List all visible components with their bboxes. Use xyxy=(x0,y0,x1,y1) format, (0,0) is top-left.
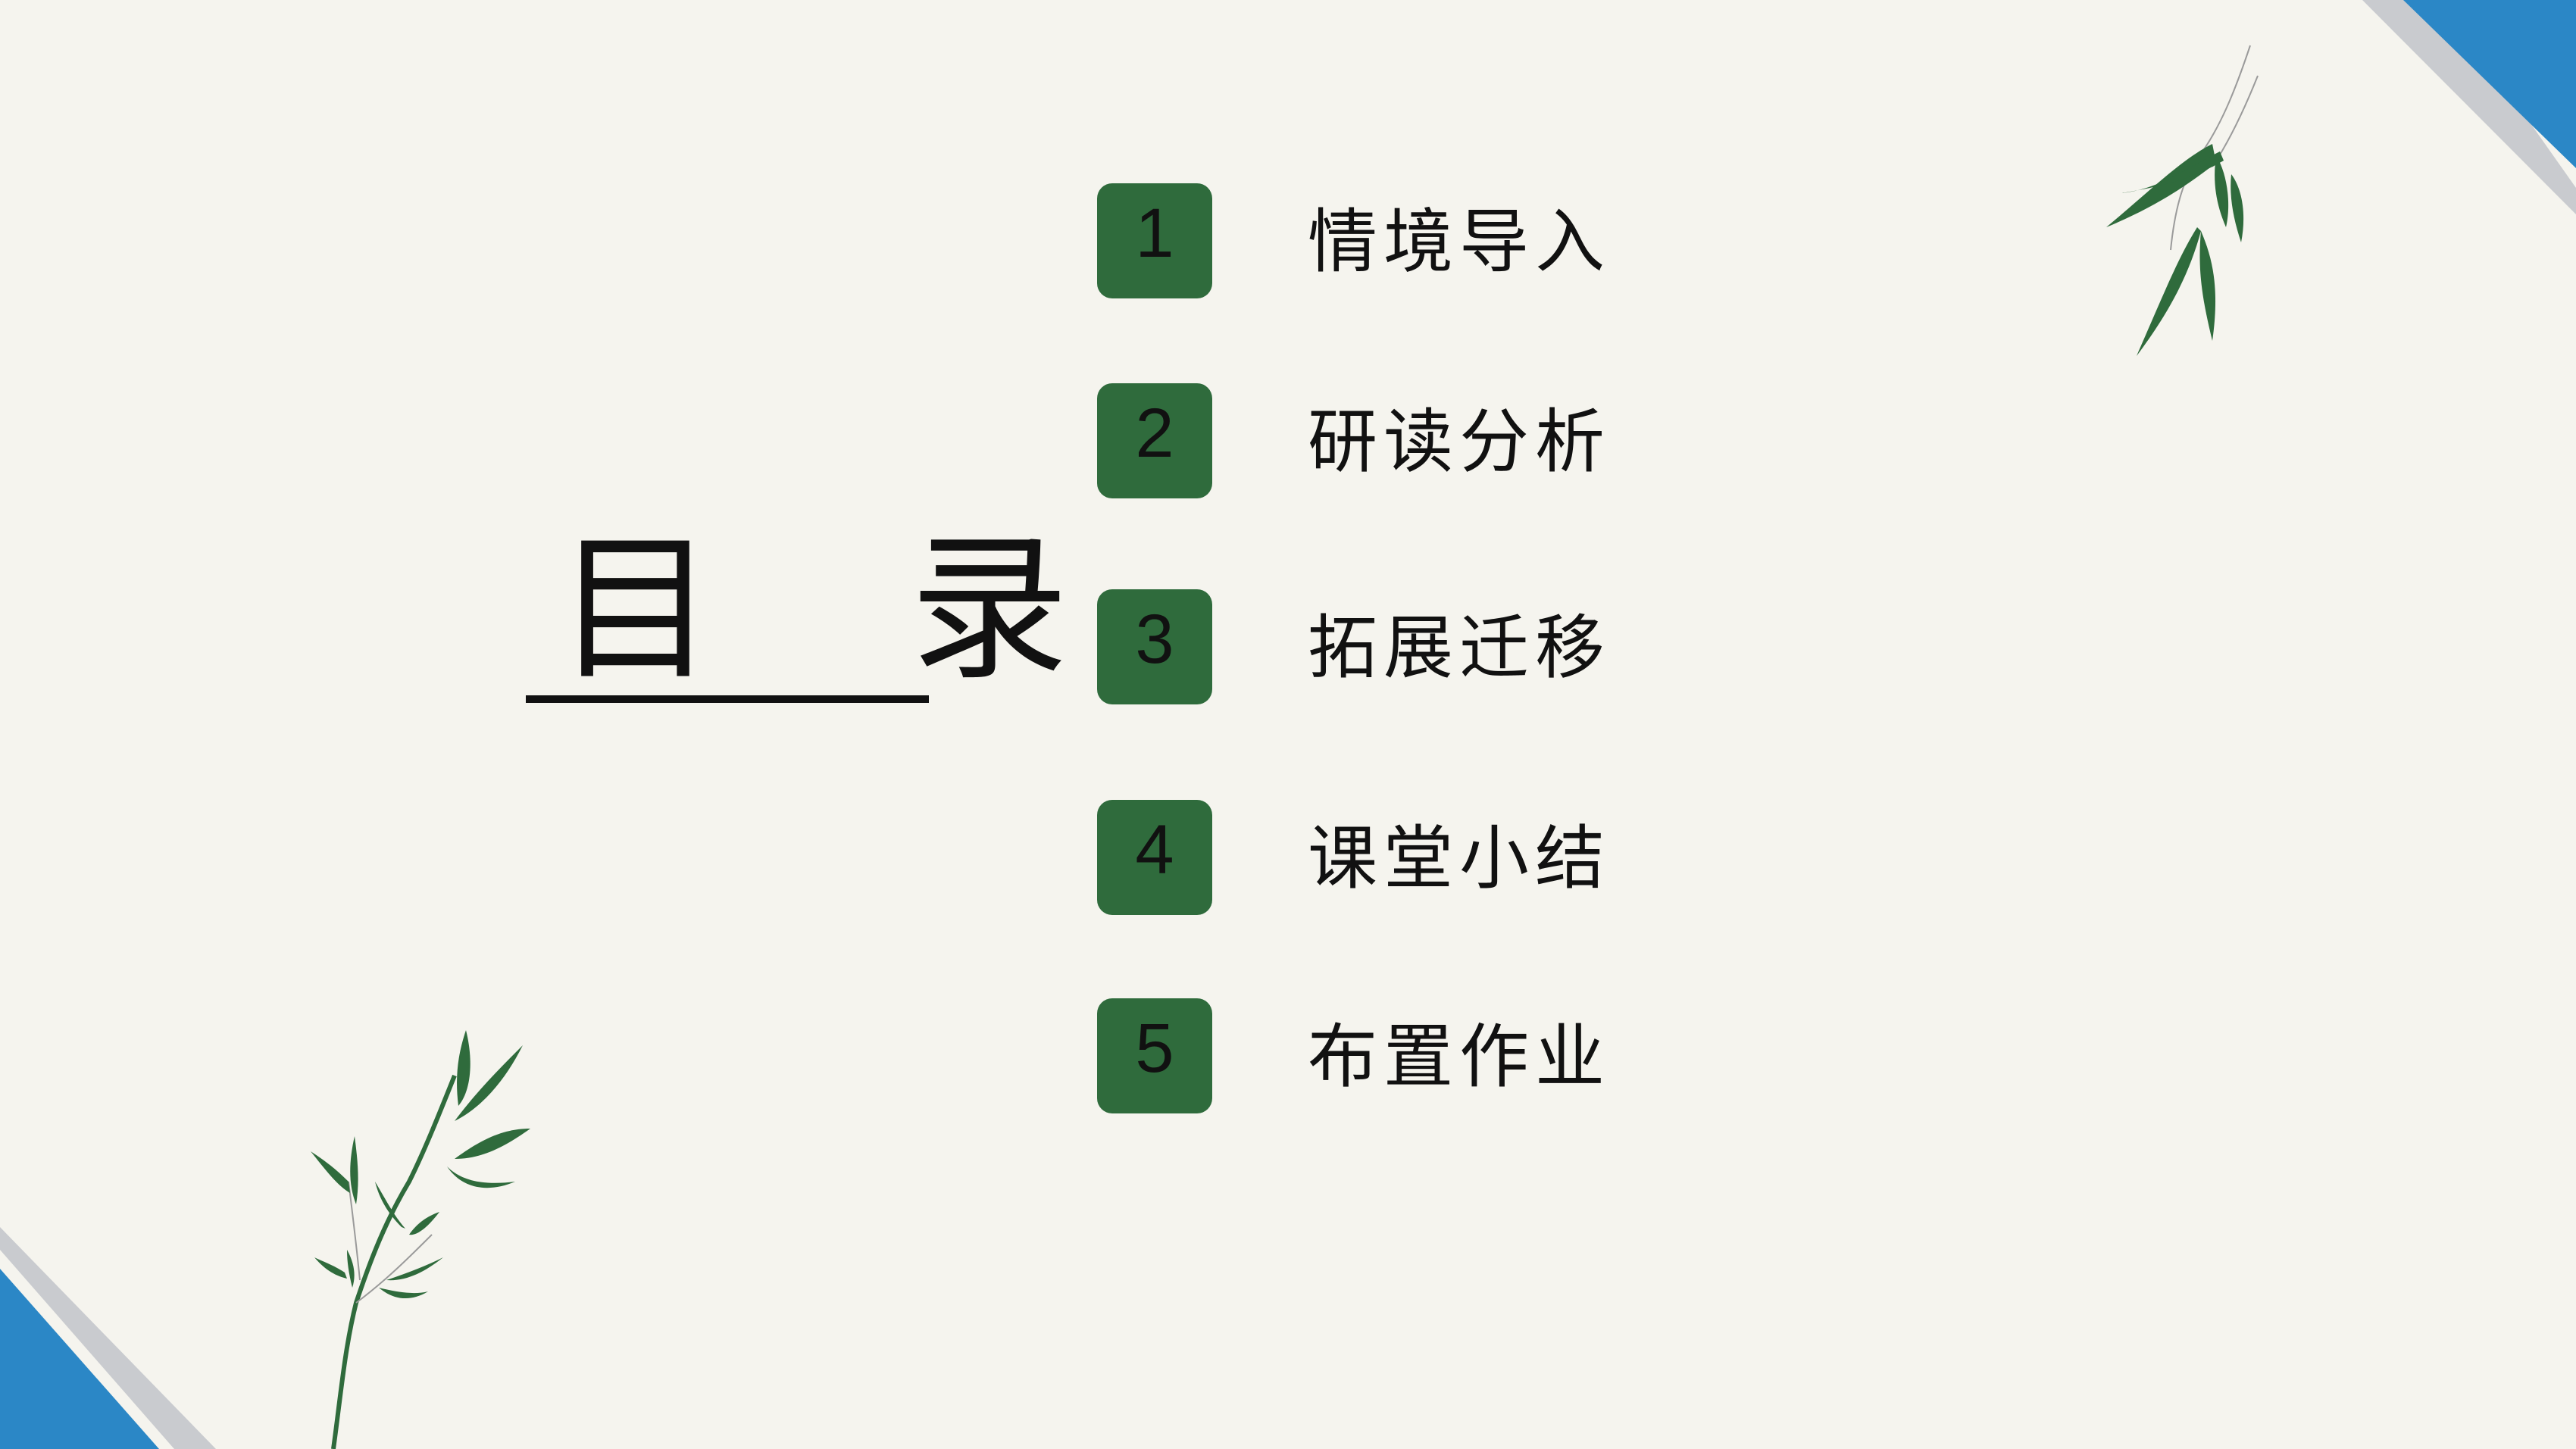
toc-item-4-badge: 4 xyxy=(1097,800,1212,915)
toc-item-5-label: 布置作业 xyxy=(1308,1016,1612,1098)
toc-item-2-label: 研读分析 xyxy=(1308,401,1612,482)
toc-item-4[interactable]: 4 课堂小结 xyxy=(1097,800,1643,915)
bamboo-leaf-icon xyxy=(2106,45,2259,356)
toc-title-text: 目 录 xyxy=(556,517,1141,702)
toc-item-2[interactable]: 2 研读分析 xyxy=(1097,383,1643,498)
toc-title-underline xyxy=(526,695,929,703)
toc-item-1-label: 情境导入 xyxy=(1308,201,1612,283)
bamboo-branch-icon xyxy=(311,1030,530,1449)
toc-item-3-badge: 3 xyxy=(1097,589,1212,704)
toc-item-1[interactable]: 1 情境导入 xyxy=(1097,183,1643,298)
toc-item-3[interactable]: 3 拓展迁移 xyxy=(1097,589,1643,704)
toc-item-4-label: 课堂小结 xyxy=(1308,818,1612,899)
toc-item-3-label: 拓展迁移 xyxy=(1308,607,1612,689)
toc-item-5-badge: 5 xyxy=(1097,998,1212,1113)
corner-bottom-left-blue xyxy=(0,1269,159,1449)
corner-bottom-left-gray xyxy=(0,1227,216,1449)
corner-top-right-blue xyxy=(2403,0,2576,168)
toc-item-5[interactable]: 5 布置作业 xyxy=(1097,998,1643,1113)
toc-title: 目 录 xyxy=(526,517,1141,704)
toc-item-1-badge: 1 xyxy=(1097,183,1212,298)
corner-top-right-gray xyxy=(2362,0,2576,214)
toc-item-2-badge: 2 xyxy=(1097,383,1212,498)
